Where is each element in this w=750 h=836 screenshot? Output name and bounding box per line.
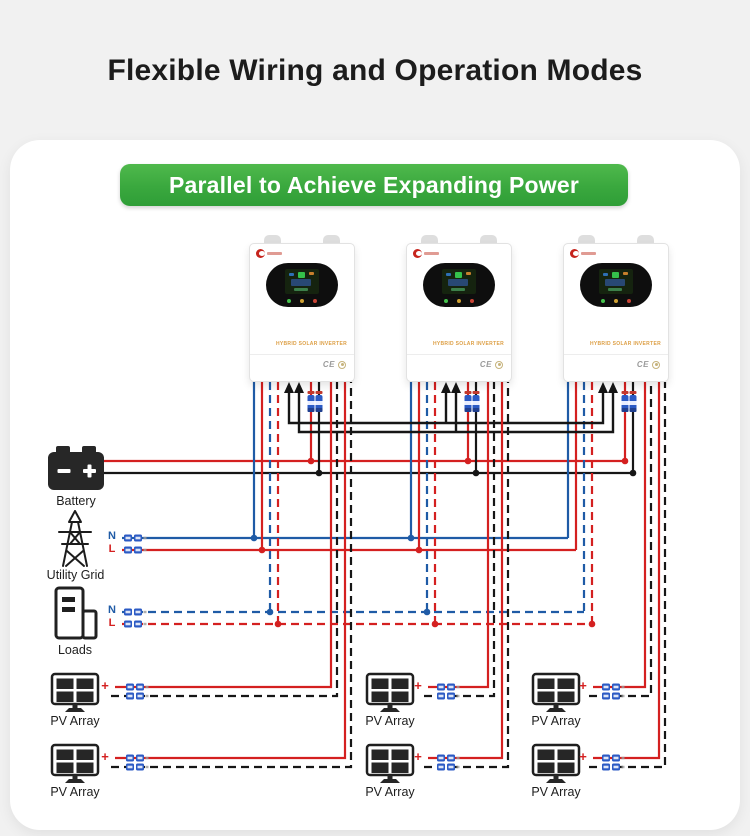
grid-line-label: L <box>108 543 116 555</box>
pv-array-label: PV Array <box>365 714 415 728</box>
mode-banner-label: Parallel to Achieve Expanding Power <box>168 171 580 198</box>
loads-neutral-wiring <box>122 382 586 614</box>
junction-dots <box>250 457 637 628</box>
mount-ear-icon <box>578 235 595 246</box>
grid-neutral-label: N <box>108 530 116 542</box>
pv-array-label: PV Array <box>365 785 415 799</box>
divider <box>407 354 511 355</box>
loads-line-wiring <box>122 382 594 626</box>
lcd-screen <box>285 269 319 294</box>
utility-grid-label: Utility Grid <box>46 568 105 582</box>
brand-logo-icon <box>570 249 600 259</box>
divider <box>250 354 354 355</box>
pv-array-icon <box>365 672 415 714</box>
status-display-icon <box>423 263 495 307</box>
product-name: HYBRID SOLAR INVERTER <box>589 341 661 347</box>
inverter-body: HYBRID SOLAR INVERTER CE <box>249 243 355 382</box>
status-display-icon <box>266 263 338 307</box>
mount-ear-icon <box>421 235 438 246</box>
certification-marks: CE <box>323 360 346 369</box>
parallel-cable-arrows <box>284 382 618 393</box>
ce-mark: CE <box>322 360 335 369</box>
brand-logo-icon <box>413 249 443 259</box>
mc4-connector-icons <box>124 534 625 771</box>
pv-array-label: PV Array <box>50 785 100 799</box>
mount-ear-icon <box>637 235 654 246</box>
status-leds <box>423 299 495 303</box>
pv-plus-label: + <box>101 678 109 693</box>
battery-positive-wiring <box>104 382 627 463</box>
loads-neutral-label: N <box>108 604 116 616</box>
certification-marks: CE <box>637 360 660 369</box>
pv-array-icon <box>50 743 100 785</box>
mount-ear-icon <box>264 235 281 246</box>
ce-mark: CE <box>636 360 649 369</box>
mount-ear-icon <box>323 235 340 246</box>
battery-minus-symbol <box>57 469 71 473</box>
battery-icon <box>48 446 104 490</box>
brand-logo-icon <box>256 249 286 259</box>
loads-line-label: L <box>108 617 116 629</box>
lcd-screen <box>442 269 476 294</box>
grid-line-wiring <box>122 382 578 552</box>
cert-circle-icon <box>652 360 660 369</box>
parallel-cable-wiring <box>287 391 615 434</box>
pv-array-label: PV Array <box>50 714 100 728</box>
pv-plus-label: + <box>414 749 422 764</box>
pv-array-icon <box>365 743 415 785</box>
pv-array-label: PV Array <box>531 785 581 799</box>
pv-array-icon <box>50 672 100 714</box>
pv-plus-label: + <box>414 678 422 693</box>
pv-array-icon <box>531 672 581 714</box>
certification-marks: CE <box>480 360 503 369</box>
inverter-body: HYBRID SOLAR INVERTER CE <box>563 243 669 382</box>
page-title: Flexible Wiring and Operation Modes <box>107 54 643 87</box>
pv-plus-label: + <box>579 678 587 693</box>
cert-circle-icon <box>338 360 346 369</box>
product-name: HYBRID SOLAR INVERTER <box>275 341 347 347</box>
divider <box>564 354 668 355</box>
dc-breaker-icons <box>307 391 637 412</box>
utility-grid-icon <box>58 510 92 567</box>
ce-mark: CE <box>479 360 492 369</box>
pv-plus-label: + <box>101 749 109 764</box>
status-display-icon <box>580 263 652 307</box>
inverter-3: HYBRID SOLAR INVERTER CE <box>563 235 669 382</box>
pv-array-label: PV Array <box>531 714 581 728</box>
product-name: HYBRID SOLAR INVERTER <box>432 341 504 347</box>
cert-circle-icon <box>495 360 503 369</box>
pv-plus-label: + <box>579 749 587 764</box>
loads-icon <box>54 586 98 640</box>
battery-plus-symbol <box>87 464 92 478</box>
inverter-2: HYBRID SOLAR INVERTER CE <box>406 235 512 382</box>
status-leds <box>266 299 338 303</box>
lcd-screen <box>599 269 633 294</box>
loads-label: Loads <box>57 643 93 657</box>
inverter-1: HYBRID SOLAR INVERTER CE <box>249 235 355 382</box>
pv-array-icon <box>531 743 581 785</box>
inverter-body: HYBRID SOLAR INVERTER CE <box>406 243 512 382</box>
battery-label: Battery <box>56 494 96 508</box>
mode-banner: Parallel to Achieve Expanding Power <box>120 164 628 206</box>
mount-ear-icon <box>480 235 497 246</box>
battery-negative-wiring <box>104 382 635 475</box>
status-leds <box>580 299 652 303</box>
